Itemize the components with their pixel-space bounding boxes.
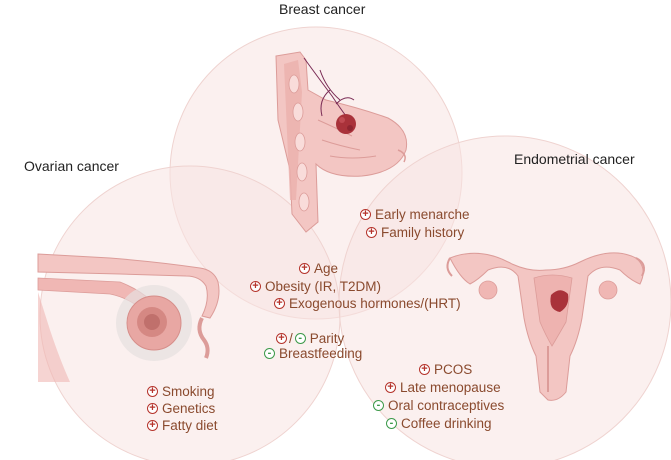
factor-family-history: + Family history	[366, 225, 464, 240]
ovary-illustration	[37, 253, 220, 382]
factor-label: Fatty diet	[162, 418, 218, 433]
breast-cancer-title: Breast cancer	[279, 1, 366, 17]
factor-label: Family history	[381, 225, 465, 240]
factor-label: Parity	[309, 331, 345, 346]
plus-sign-icon: +	[366, 227, 377, 238]
factor-label: Coffee drinking	[401, 416, 492, 431]
plus-sign-icon: +	[147, 386, 158, 397]
factor-age: + Age	[299, 261, 338, 276]
plus-sign-icon: +	[385, 382, 396, 393]
factor-late-menopause: + Late menopause	[385, 380, 501, 395]
factor-exogenous-hormones: + Exogenous hormones/(HRT)	[274, 296, 461, 311]
factor-label: Obesity (IR, T2DM)	[265, 279, 382, 294]
factor-label: Oral contraceptives	[388, 398, 505, 413]
factor-pcos: + PCOS	[419, 362, 472, 377]
factor-genetics: + Genetics	[147, 401, 215, 416]
minus-sign-icon: -	[373, 400, 384, 411]
plus-sign-icon: +	[360, 209, 371, 220]
endometrial-cancer-circle	[338, 135, 671, 460]
factor-early-menarche: + Early menarche	[360, 207, 470, 222]
factor-parity: + / - Parity	[276, 331, 344, 346]
breast-tumor	[336, 114, 356, 134]
factor-label: Smoking	[162, 384, 215, 399]
minus-sign-icon: -	[264, 348, 275, 359]
plus-sign-icon: +	[250, 281, 261, 292]
factor-label: Exogenous hormones/(HRT)	[289, 296, 461, 311]
factor-label: Late menopause	[400, 380, 501, 395]
factor-smoking: + Smoking	[147, 384, 215, 399]
plus-sign-icon: +	[276, 333, 287, 344]
factor-coffee-drinking: - Coffee drinking	[386, 416, 492, 431]
plus-sign-icon: +	[274, 298, 285, 309]
factor-breastfeeding: - Breastfeeding	[264, 346, 362, 361]
breast-illustration	[275, 51, 408, 233]
factor-label: Breastfeeding	[279, 346, 363, 361]
factor-obesity: + Obesity (IR, T2DM)	[250, 279, 381, 294]
minus-sign-icon: -	[386, 418, 397, 429]
separator: /	[289, 331, 293, 346]
plus-sign-icon: +	[419, 364, 430, 375]
plus-sign-icon: +	[147, 403, 158, 414]
plus-sign-icon: +	[147, 420, 158, 431]
factor-fatty-diet: + Fatty diet	[147, 418, 218, 433]
factor-label: PCOS	[434, 362, 473, 377]
factor-label: Genetics	[162, 401, 216, 416]
plus-sign-icon: +	[299, 263, 310, 274]
endometrial-cancer-title: Endometrial cancer	[514, 151, 635, 167]
factor-oral-contraceptives: - Oral contraceptives	[373, 398, 504, 413]
factor-label: Early menarche	[375, 207, 470, 222]
uterus-illustration	[446, 252, 645, 401]
minus-sign-icon: -	[294, 333, 306, 344]
ovarian-cancer-title: Ovarian cancer	[24, 158, 119, 174]
factor-label: Age	[314, 261, 339, 276]
